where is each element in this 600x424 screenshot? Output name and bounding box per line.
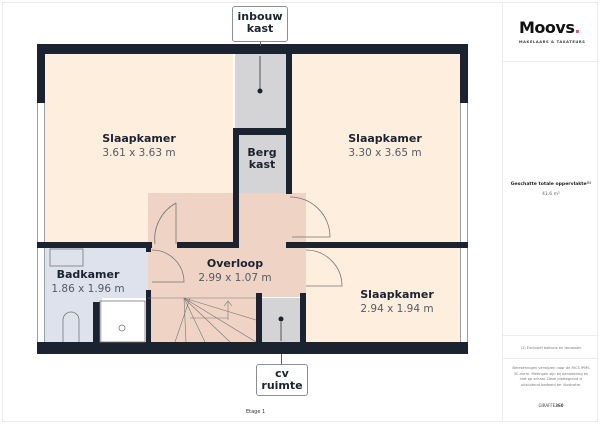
wall-top [37,44,468,54]
wall-kast-divider [233,128,286,135]
boiler-icon [278,316,284,322]
wall-left-top [37,44,45,103]
room-name: Badkamer [56,268,120,281]
area-value: 41.6 m² [541,192,560,197]
wall-mid-left-b [177,242,238,248]
wall-bath-lower [146,290,151,342]
plan-details [49,56,343,343]
brand-logo: Moovs. MAKELAARS & TAXATEURS [503,2,599,62]
brand-text: Moovs [519,18,575,37]
label-bedroom-3: Slaapkamer 2.94 x 1.94 m [342,288,452,315]
wall-bath-right [146,242,151,252]
room-dimensions: 3.61 x 3.63 m [102,147,176,159]
callout-line1: inbouw [237,10,283,23]
label-berg-kast: Berg kast [238,147,286,171]
room-name: Slaapkamer [102,132,176,145]
sidebar: Moovs. MAKELAARS & TAXATEURS Geschatte t… [502,2,599,422]
room-name: Slaapkamer [348,132,422,145]
door-bedroom-3 [305,249,343,287]
room-dimensions: 2.94 x 1.94 m [360,303,434,315]
door-bathroom [151,249,185,283]
wall-bedroom-divider [233,128,239,248]
wall-right-top [460,44,468,103]
window-left-lower [37,248,45,342]
callout-inbouw-kast: inbouw kast [232,6,288,42]
room-dimensions: 3.30 x 3.65 m [348,147,422,159]
room-dimensions: 2.99 x 1.07 m [198,272,272,284]
window-right-upper [460,103,468,243]
hanging-rail-icon [257,88,263,94]
giraffe-logo: GIRAFFE360 [503,403,599,408]
wall-cv-right [300,293,306,342]
callout-stem-bottom [281,354,282,364]
brand-dot: . [574,18,580,37]
sink-icon [49,248,84,267]
door-bedroom-1 [154,202,177,245]
window-right-lower [460,248,468,342]
wall-mid-right [286,242,468,248]
room-name: Overloop [206,257,264,270]
wall-mid-left [37,242,152,248]
window-left-upper [37,103,45,243]
brand-name: Moovs. [519,18,580,37]
wall-right-divider [286,54,292,194]
area-summary: Geschatte totale oppervlakte⁽¹⁾ 41.6 m² [503,182,599,197]
wall-shower [93,302,100,342]
staircase-icon [148,297,257,343]
room-dimensions: 1.86 x 1.96 m [51,283,125,295]
callout-stem-top [260,42,261,46]
label-landing: Overloop 2.99 x 1.07 m [180,257,290,284]
label-bathroom: Badkamer 1.86 x 1.96 m [38,268,138,295]
callout-line2: kast [246,22,274,35]
shower-icon [99,300,146,343]
callout-line2: ruimte [261,379,303,392]
brand-tagline: MAKELAARS & TAXATEURS [519,40,586,44]
door-bedroom-2 [289,196,331,238]
wall-bottom [37,342,468,354]
toilet-icon [62,311,80,342]
footnote: (1) Exclusief balkons en terrassen [503,335,599,359]
wall-cv-left [256,293,262,342]
callout-line1: cv [275,367,289,380]
room-name: Slaapkamer [360,288,434,301]
callout-cv-ruimte: cv ruimte [256,364,308,396]
area-label: Geschatte totale oppervlakte⁽¹⁾ [510,182,592,187]
disclaimer: Berekeningen verwijzen naar de RICS IPMS… [512,366,590,387]
room-name-line2: kast [248,158,276,171]
room-berg-kast[interactable] [238,135,286,193]
giraffe-prefix: GIRAFFE [538,403,556,408]
room-bedroom-3[interactable] [306,248,460,342]
stair-void [102,298,146,342]
floor-plan: Slaapkamer 3.61 x 3.63 m Slaapkamer 3.30… [37,6,468,415]
label-bedroom-2: Slaapkamer 3.30 x 3.65 m [330,132,440,159]
label-bedroom-1: Slaapkamer 3.61 x 3.63 m [84,132,194,159]
room-name-line1: Berg [247,146,277,159]
floor-label: Etage 1 [246,409,266,415]
giraffe-suffix: 360 [555,403,564,408]
